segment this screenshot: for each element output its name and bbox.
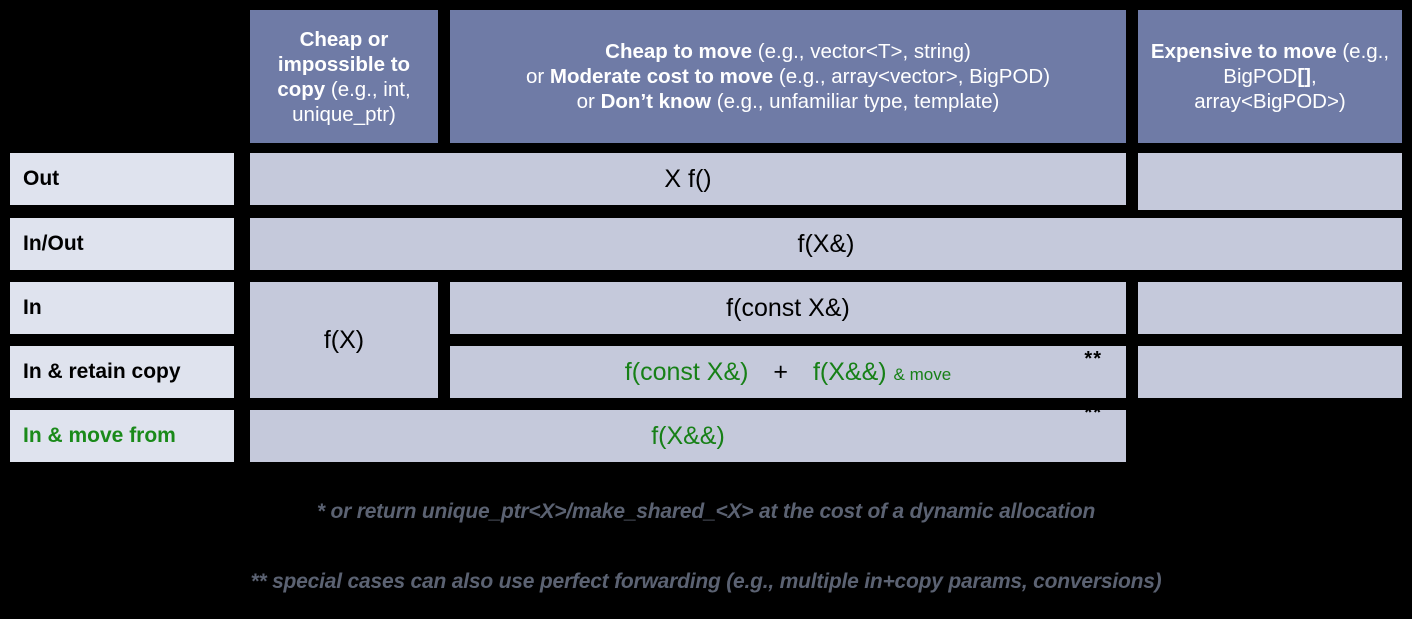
cell-in-f-x-spanning: f(X) <box>250 282 438 398</box>
row-label-in: In <box>10 282 234 334</box>
retain-copy-part1: f(const X&) <box>624 357 749 386</box>
header-expensive-text: Expensive to move (e.g., BigPOD[], array… <box>1146 39 1394 114</box>
cell-out-x-f: X f() <box>250 153 1126 205</box>
header-expensive-rest1: (e.g., BigPOD <box>1223 40 1390 88</box>
header-expensive-rest2: , array<BigPOD>) <box>1194 65 1346 113</box>
cell-retain-copy-formula-text: f(const X&) + f(X&&) & move <box>625 358 951 387</box>
retain-copy-footnote-marker: ** <box>1084 348 1102 370</box>
row-label-in-text: In <box>23 296 42 319</box>
footnote-single-star-text: * or return unique_ptr<X>/make_shared_<X… <box>316 500 1096 523</box>
row-label-in-move-from-text: In & move from <box>23 424 176 447</box>
cell-in-out-f-xref: f(X&) <box>250 218 1402 270</box>
header-expensive-brackets: [] <box>1297 65 1311 88</box>
header-cheap-to-move: Cheap to move (e.g., vector<T>, string) … <box>450 10 1126 143</box>
cell-out-expensive <box>1138 153 1402 210</box>
cell-in-f-const-xref-text: f(const X&) <box>726 293 850 322</box>
footnote-double-star-text: ** special cases can also use perfect fo… <box>250 570 1162 593</box>
row-label-in-retain-copy-text: In & retain copy <box>23 360 181 383</box>
header-line1-bold: Cheap to move <box>605 40 753 63</box>
row-label-in-move-from: In & move from <box>10 410 234 462</box>
cell-retain-copy-formula: f(const X&) + f(X&&) & move ** <box>450 346 1126 398</box>
row-label-out: Out <box>10 153 234 205</box>
header-line2-bold: Moderate cost to move <box>549 65 774 88</box>
cell-in-out-f-xref-text: f(X&) <box>797 229 855 258</box>
header-expensive-bold: Expensive to move <box>1150 40 1337 63</box>
cell-in-f-const-xref: f(const X&) <box>450 282 1126 334</box>
row-label-in-retain-copy: In & retain copy <box>10 346 234 398</box>
header-line2-rest: (e.g., array<vector>, BigPOD) <box>773 65 1051 88</box>
header-expensive-to-move: Expensive to move (e.g., BigPOD[], array… <box>1138 10 1402 143</box>
header-cheap-copy-bold: Cheap or impossible to copy <box>277 27 411 101</box>
header-cheap-move-text: Cheap to move (e.g., vector<T>, string) … <box>526 39 1050 114</box>
header-cheap-copy-text: Cheap or impossible to copy (e.g., int, … <box>258 27 430 127</box>
header-line3-prefix: or <box>576 90 601 113</box>
cell-in-f-x-text: f(X) <box>323 325 365 354</box>
header-corner-blank <box>10 10 234 140</box>
retain-copy-part2: f(X&&) <box>812 357 887 386</box>
header-line1-rest: (e.g., vector<T>, string) <box>752 40 971 63</box>
cell-right-merged-inout-in <box>1138 282 1402 334</box>
row-label-out-text: Out <box>23 167 60 190</box>
cell-move-from-f-xrvalue: f(X&&) ** <box>250 402 1126 462</box>
cell-right-merged-retain-copy <box>1138 346 1402 398</box>
footnote-double-star: ** special cases can also use perfect fo… <box>0 570 1412 594</box>
header-line2-prefix: or <box>525 65 550 88</box>
header-cheap-or-impossible-to-copy: Cheap or impossible to copy (e.g., int, … <box>250 10 438 143</box>
retain-copy-part3: & move <box>893 364 952 384</box>
row-label-in-out: In/Out <box>10 218 234 270</box>
header-line3-bold: Don’t know <box>600 90 712 113</box>
header-cheap-copy-rest: (e.g., int, unique_ptr) <box>292 77 411 126</box>
row-label-in-out-text: In/Out <box>23 232 84 255</box>
cell-move-from-text: f(X&&) <box>651 421 725 450</box>
footnote-single-star: * or return unique_ptr<X>/make_shared_<X… <box>0 500 1412 524</box>
retain-copy-plus: + <box>773 357 789 386</box>
move-from-footnote-marker: ** <box>1084 402 1102 424</box>
cell-out-x-f-text: X f() <box>664 164 712 193</box>
header-line3-rest: (e.g., unfamiliar type, template) <box>711 90 1000 113</box>
